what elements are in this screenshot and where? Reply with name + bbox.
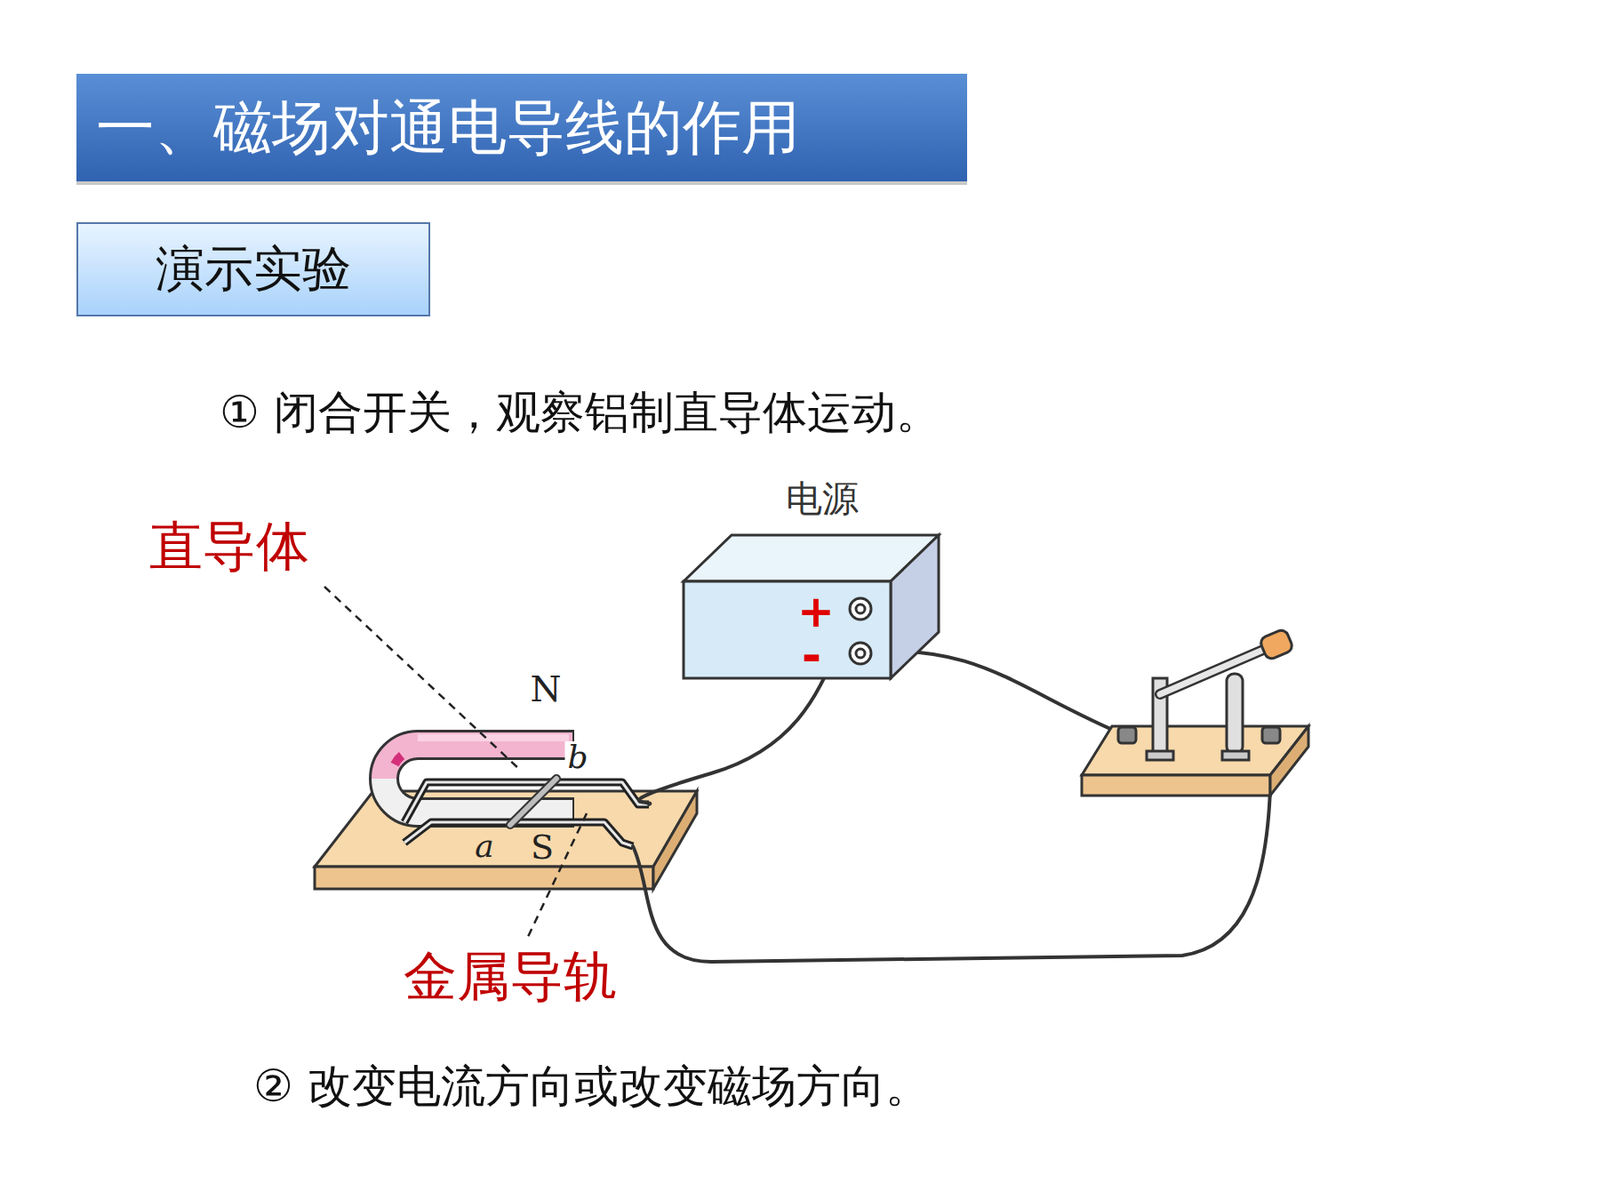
callout-label: 直导体	[149, 515, 310, 577]
step-text: ① 闭合开关，观察铝制直导体运动。	[219, 387, 941, 440]
point-label: a	[472, 830, 496, 863]
section-tag: 演示实验	[76, 222, 431, 317]
section-label: 演示实验	[155, 236, 352, 303]
pole-label: S	[528, 830, 557, 864]
terminal-sign: -	[801, 628, 822, 684]
part-label: 电源	[785, 478, 859, 520]
callout-label: 金属导轨	[403, 945, 617, 1008]
point-label: b	[564, 741, 591, 774]
knife-switch	[1081, 628, 1309, 796]
aluminium-rod	[510, 778, 557, 825]
pole-label: N	[530, 668, 562, 710]
step-text: ② 改变电流方向或改变磁场方向。	[253, 1061, 930, 1113]
leader-lines	[324, 586, 587, 941]
title-bar: 一、磁场对通电导线的作用	[76, 73, 968, 182]
